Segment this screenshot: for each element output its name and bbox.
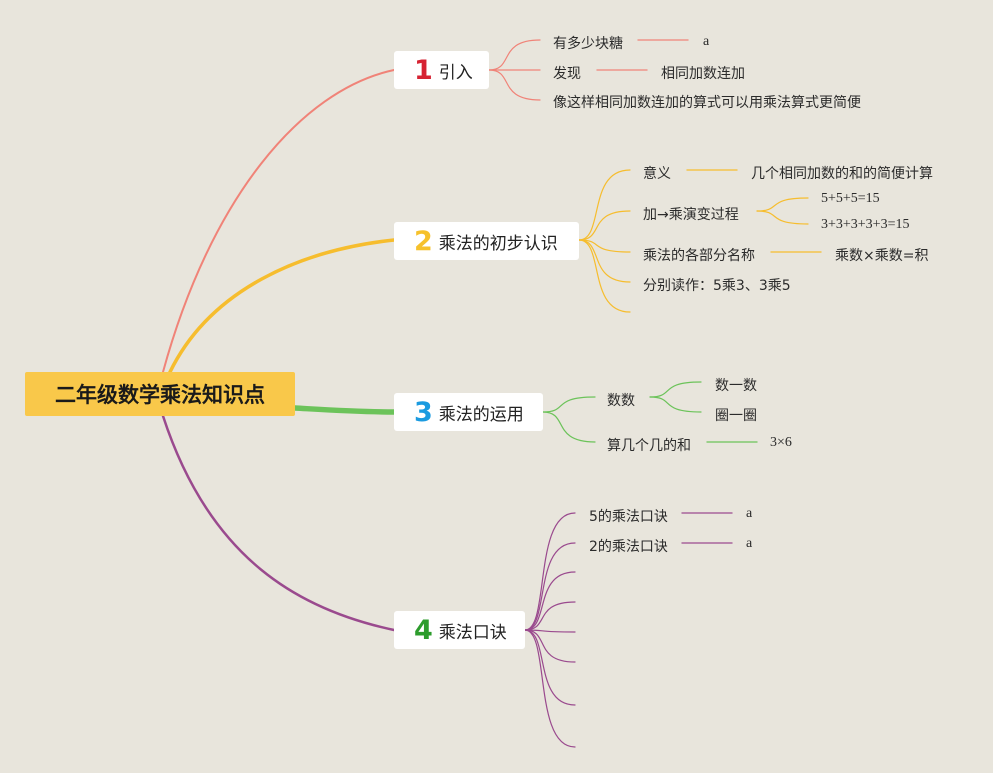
b3-child-connector-1 (542, 396, 596, 413)
b3-item-1-child-1[interactable]: 数一数 (715, 378, 757, 394)
b1-child-connector-1 (488, 39, 541, 71)
b1-item-1-label[interactable]: 有多少块糖 (553, 36, 623, 52)
b2-item-1-label[interactable]: 意义 (643, 166, 671, 182)
branch-3-title: 乘法的运用 (438, 404, 524, 425)
b2-item-2-child-2[interactable]: 3+3+3+3+3=15 (821, 217, 910, 232)
b3-item-2-value[interactable]: 3×6 (770, 435, 792, 450)
root-topic[interactable]: 二年级数学乘法知识点 (25, 372, 295, 416)
b3-item-1-connector-1 (649, 381, 702, 398)
b4-item-1-label[interactable]: 5的乘法口诀 (589, 509, 668, 525)
b3-item-1-child-2[interactable]: 圈一圈 (715, 408, 757, 424)
b4-child-connector-2 (524, 542, 576, 631)
branch-3-application[interactable]: 3 乘法的运用 (394, 393, 543, 431)
b2-child-connector-4 (578, 239, 631, 283)
branch-4-title: 乘法口诀 (438, 622, 507, 643)
branch-1-intro[interactable]: 1 引入 (394, 51, 489, 89)
b2-item-1-value[interactable]: 几个相同加数的和的简便计算 (751, 166, 933, 182)
b2-child-connector-2 (578, 210, 631, 241)
branch-1-title: 引入 (438, 62, 473, 83)
branch-3-number: 3 (414, 396, 433, 428)
b3-item-1-connector-2 (649, 396, 702, 413)
branch-4-rhymes[interactable]: 4 乘法口诀 (394, 611, 525, 649)
b4-child-connector-8 (524, 629, 576, 748)
b1-item-2-value[interactable]: 相同加数连加 (661, 66, 745, 82)
b4-child-connector-1 (524, 512, 576, 631)
b1-item-2-label[interactable]: 发现 (553, 66, 581, 82)
b4-item-2-value[interactable]: a (746, 536, 753, 551)
b4-child-connector-3 (524, 571, 576, 631)
b1-child-connector-3 (488, 69, 541, 101)
b2-item-3-value[interactable]: 乘数×乘数=积 (835, 248, 929, 264)
branch-4-number: 4 (414, 614, 433, 646)
branch-2-number: 2 (414, 225, 433, 257)
branch-2-title: 乘法的初步认识 (438, 233, 558, 254)
root-title: 二年级数学乘法知识点 (55, 383, 265, 407)
b2-item-2-child-1[interactable]: 5+5+5=15 (821, 191, 880, 206)
b3-item-2-label[interactable]: 算几个几的和 (607, 438, 691, 454)
b4-child-connector-5 (524, 629, 576, 633)
b2-item-3-label[interactable]: 乘法的各部分名称 (643, 248, 755, 264)
connector-root-b4 (161, 414, 396, 632)
b1-item-1-value[interactable]: a (703, 34, 710, 49)
b4-child-connector-7 (524, 629, 576, 706)
b3-item-1-label[interactable]: 数数 (607, 393, 635, 409)
b4-item-2-label[interactable]: 2的乘法口诀 (589, 539, 668, 555)
b4-item-1-value[interactable]: a (746, 506, 753, 521)
b4-child-connector-6 (524, 629, 576, 663)
b1-item-3-label[interactable]: 像这样相同加数连加的算式可以用乘法算式更简便 (553, 95, 861, 111)
b2-child-connector-1 (578, 169, 631, 241)
connector-root-b1 (162, 69, 395, 373)
b2-child-connector-5 (578, 239, 631, 313)
b4-child-connector-4 (524, 601, 576, 631)
b2-item-2-connector-1 (756, 197, 809, 212)
b2-item-2-label[interactable]: 加→乘演变过程 (643, 207, 739, 223)
b2-item-2-connector-2 (756, 210, 809, 225)
b3-child-connector-2 (542, 411, 596, 443)
branch-1-number: 1 (414, 54, 433, 86)
connector-root-b2 (168, 238, 396, 374)
connector-root-b3 (292, 405, 397, 415)
branch-2-concept[interactable]: 2 乘法的初步认识 (394, 222, 579, 260)
b2-child-connector-3 (578, 239, 631, 253)
b2-item-4-label[interactable]: 分别读作：5乘3、3乘5 (643, 278, 791, 294)
